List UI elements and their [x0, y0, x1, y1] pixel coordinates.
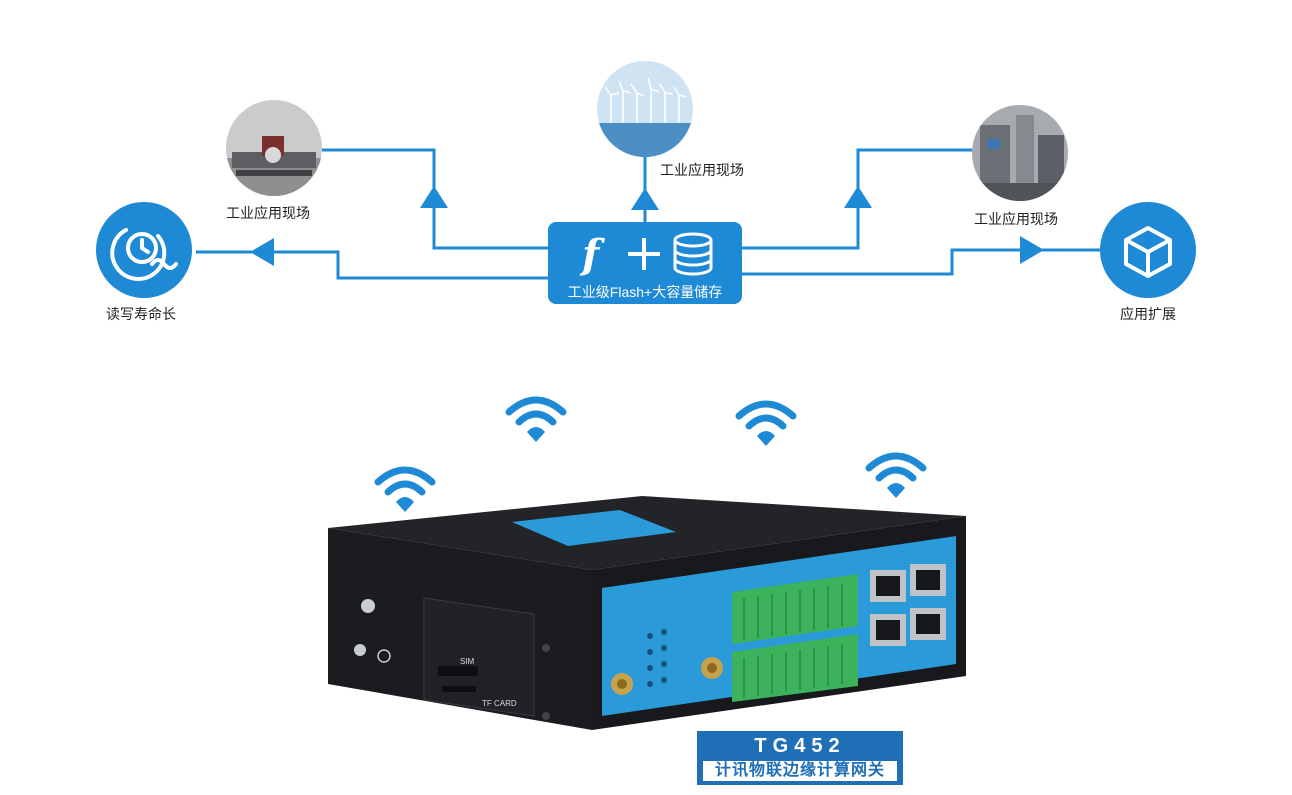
arrow-up-right	[844, 186, 872, 208]
line-left	[196, 250, 548, 280]
product-model: TG452	[754, 735, 846, 757]
device-top-label	[512, 510, 676, 546]
screw-icon	[542, 644, 550, 652]
wifi-icon	[374, 466, 436, 512]
sim-door	[423, 597, 535, 717]
flash-icon: f	[579, 231, 605, 278]
factory-interior-photo	[972, 105, 1068, 201]
ground-icon	[377, 649, 391, 663]
screw-icon	[354, 644, 366, 656]
line-right	[742, 248, 1100, 276]
screw-icon	[361, 599, 375, 613]
read-write-life-node	[96, 202, 192, 298]
arrow-left	[250, 238, 274, 266]
clock-cycle-icon	[110, 228, 178, 281]
application-expansion-node	[1100, 202, 1196, 298]
node-label-top-center: 工业应用现场	[660, 162, 744, 178]
node-label-right: 应用扩展	[1120, 306, 1176, 322]
arrow-up-left	[420, 186, 448, 208]
terminal-block-bottom	[732, 634, 858, 702]
factory-photo	[226, 100, 322, 196]
sim-label: SIM	[460, 657, 475, 666]
ethernet-ports	[870, 564, 946, 646]
storage-caption: 工业级Flash+大容量储存	[567, 284, 723, 300]
tf-card-label: TF CARD	[482, 699, 517, 708]
storage-feature-box: f 工业级Flash+大容量储存	[548, 222, 742, 304]
wifi-icon	[865, 452, 927, 498]
node-label-right-top: 工业应用现场	[974, 211, 1058, 227]
wifi-icon	[735, 400, 797, 446]
arrow-up-center	[631, 188, 659, 210]
screw-icon	[542, 712, 550, 720]
feature-icons: f	[579, 231, 713, 278]
wind-turbines-photo	[597, 61, 693, 157]
node-label-left: 读写寿命长	[106, 306, 176, 322]
database-icon	[673, 232, 713, 276]
arrow-right	[1020, 236, 1044, 264]
gateway-device: SIM TF CARD	[328, 496, 966, 730]
wifi-icon	[505, 396, 567, 442]
terminal-block-top	[732, 574, 858, 644]
product-badge: TG452 计讯物联边缘计算网关	[697, 731, 903, 785]
sim-slot	[438, 666, 478, 676]
tf-card-slot	[442, 686, 476, 692]
plus-icon	[628, 238, 660, 270]
node-label-left-top: 工业应用现场	[226, 205, 310, 221]
status-leds	[647, 629, 667, 687]
cube-icon	[1124, 226, 1172, 278]
product-name: 计讯物联边缘计算网关	[703, 761, 897, 781]
